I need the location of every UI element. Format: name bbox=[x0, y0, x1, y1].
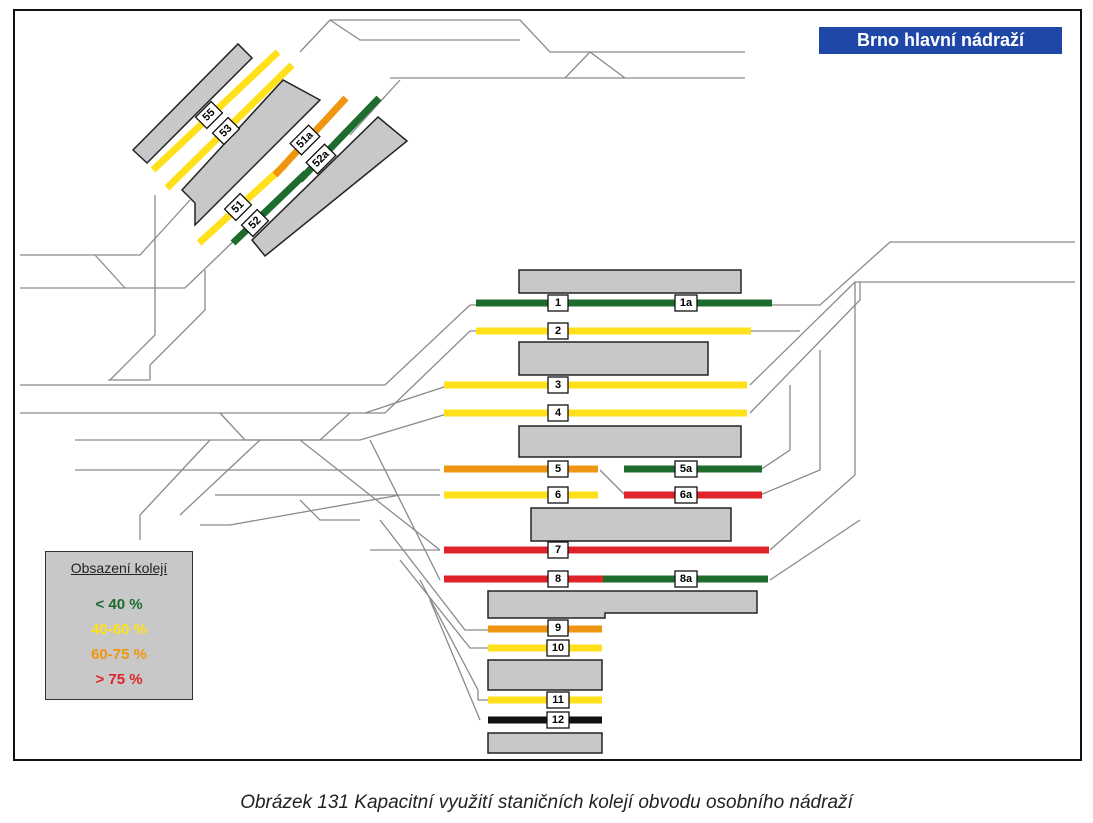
platform bbox=[180, 79, 322, 227]
track-label-8a: 8a bbox=[674, 570, 698, 588]
track-label-5a: 5a bbox=[674, 460, 698, 478]
track-label-text: 1a bbox=[680, 297, 693, 309]
track-label-text: 8 bbox=[555, 573, 561, 585]
track-52-bar bbox=[230, 170, 309, 246]
figure-caption: Obrázek 131 Kapacitní využití staničních… bbox=[240, 792, 853, 813]
track-label-2: 2 bbox=[547, 322, 569, 340]
platform bbox=[518, 425, 742, 458]
track-label-51a: 51a bbox=[289, 124, 321, 156]
track-label-52a: 52a bbox=[305, 143, 337, 175]
track-label-52: 52 bbox=[240, 208, 270, 238]
legend-item-green: < 40 % bbox=[95, 596, 143, 613]
track-label-1a: 1a bbox=[674, 294, 698, 312]
legend-item-orange: 60-75 % bbox=[91, 646, 147, 663]
platforms bbox=[131, 42, 758, 754]
track-label-1: 1 bbox=[547, 294, 569, 312]
track-label-text: 12 bbox=[552, 714, 564, 726]
legend: Obsazení kolejí < 40 % 40-60 % 60-75 % >… bbox=[45, 551, 193, 700]
track-label-text: 11 bbox=[552, 694, 564, 706]
track-label-51: 51 bbox=[223, 192, 253, 222]
track-label-53: 53 bbox=[211, 116, 241, 146]
track-label-text: 8a bbox=[680, 573, 693, 585]
connecting-lines bbox=[20, 19, 1075, 721]
legend-item-yellow: 40-60 % bbox=[91, 621, 147, 638]
platform bbox=[530, 507, 732, 542]
track-label-4: 4 bbox=[547, 404, 569, 422]
track-label-text: 3 bbox=[555, 379, 561, 391]
platform bbox=[518, 341, 709, 376]
station-title: Brno hlavní nádraží bbox=[819, 27, 1062, 54]
track-label-text: 4 bbox=[555, 407, 562, 419]
platform bbox=[487, 590, 758, 619]
track-label-text: 6 bbox=[555, 489, 561, 501]
track-label-text: 2 bbox=[555, 325, 561, 337]
track-label-3: 3 bbox=[547, 376, 569, 394]
track-label-6a: 6a bbox=[674, 486, 698, 504]
track-label-text: 6a bbox=[680, 489, 693, 501]
platform bbox=[487, 732, 603, 754]
platform bbox=[131, 42, 254, 165]
track-label-text: 7 bbox=[555, 544, 561, 556]
track-label-text: 9 bbox=[555, 622, 561, 634]
track-label-10: 10 bbox=[546, 639, 570, 657]
platform bbox=[518, 269, 742, 294]
track-label-6: 6 bbox=[547, 486, 569, 504]
track-label-11: 11 bbox=[546, 691, 570, 709]
legend-title: Obsazení kolejí bbox=[70, 560, 168, 576]
track-label-text: 5 bbox=[555, 463, 561, 475]
track-label-7: 7 bbox=[547, 541, 569, 559]
track-label-12: 12 bbox=[546, 711, 570, 729]
track-label-text: 10 bbox=[552, 642, 564, 654]
track-label-5: 5 bbox=[547, 460, 569, 478]
track-label-8: 8 bbox=[547, 570, 569, 588]
track-label-55: 55 bbox=[194, 100, 224, 130]
track-label-text: 5a bbox=[680, 463, 693, 475]
track-label-text: 1 bbox=[555, 297, 561, 309]
legend-item-red: > 75 % bbox=[95, 671, 143, 688]
platform bbox=[487, 659, 603, 691]
track-label-9: 9 bbox=[547, 619, 569, 637]
platform bbox=[250, 115, 409, 258]
